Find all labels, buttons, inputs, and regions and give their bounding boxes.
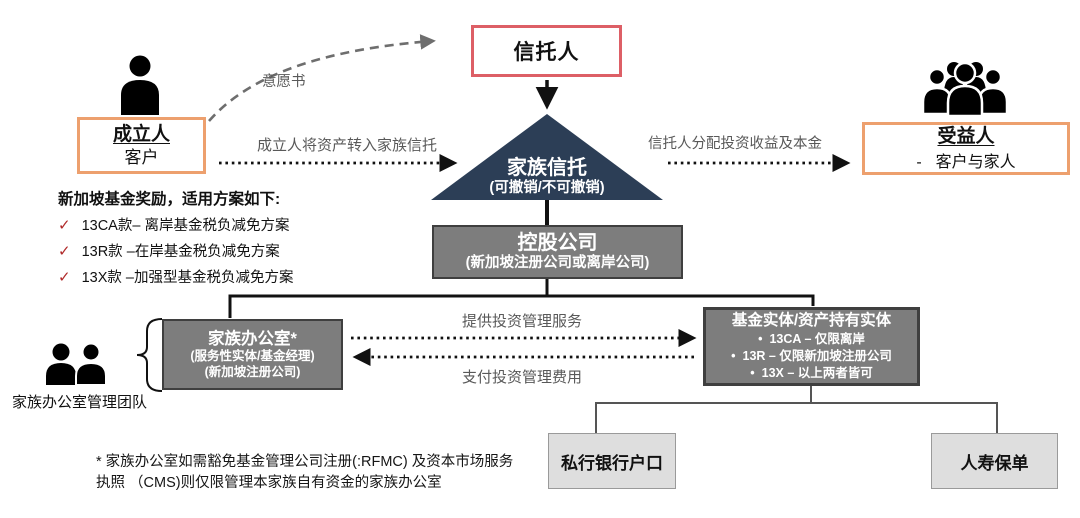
check-icon: ✓ [58, 269, 71, 286]
bullet-icon: • [750, 366, 755, 380]
label-founder-transfer: 成立人将资产转入家族信托 [256, 137, 437, 154]
holding-company-box: 控股公司 (新加坡注册公司或离岸公司) [432, 225, 683, 279]
incentives-header: 新加坡基金奖励，适用方案如下: [58, 191, 281, 208]
trust-subtitle: (可撤销/不可撤销) [489, 179, 605, 196]
fund-entity-item: • 13CA – 仅限离岸 [758, 332, 865, 347]
incentive-item: ✓ 13CA款– 离岸基金税负减免方案 [58, 217, 290, 234]
fund-entity-item: • 13X – 以上两者皆可 [750, 366, 873, 380]
incentive-item: ✓ 13R款 –在岸基金税负减免方案 [58, 243, 280, 260]
fund-incentives-list: 新加坡基金奖励，适用方案如下: ✓ 13CA款– 离岸基金税负减免方案 ✓ 13… [58, 187, 348, 292]
elbow-fund-to-accounts [595, 386, 998, 433]
family-office-line2: (服务性实体/基金经理) [190, 349, 315, 364]
fund-entity-title: 基金实体/资产持有实体 [731, 312, 892, 330]
beneficiary-box: 受益人 - 客户与家人 [862, 122, 1070, 175]
founder-subtitle: 客户 [124, 147, 159, 167]
life-insurance-box: 人寿保单 [931, 433, 1058, 489]
beneficiary-subtitle: 客户与家人 [935, 154, 1016, 172]
bullet-icon: • [758, 332, 763, 347]
label-letter-of-wishes: 意愿书 [262, 74, 306, 90]
family-office-box: 家族办公室* (服务性实体/基金经理) (新加坡注册公司) [162, 319, 343, 390]
fund-entity-box: 基金实体/资产持有实体 • 13CA – 仅限离岸 • 13R – 仅限新加坡注… [703, 307, 920, 386]
beneficiary-title: 受益人 [937, 125, 995, 147]
incentive-item: ✓ 13X款 –加强型基金税负减免方案 [58, 269, 294, 286]
label-pay-fee: 支付投资管理费用 [461, 369, 582, 386]
founder-box: 成立人 客户 [77, 117, 206, 174]
label-provide-service: 提供投资管理服务 [461, 313, 582, 330]
fund-entity-item: • 13R – 仅限新加坡注册公司 [731, 349, 892, 364]
trustee-box: 信托人 [471, 25, 622, 77]
founder-title: 成立人 [112, 124, 170, 145]
footnote: * 家族办公室如需豁免基金管理公司注册(:RFMC) 及资本市场服务执照 （CM… [96, 454, 514, 491]
office-team-icon [46, 342, 107, 386]
beneficiary-dash: - [916, 154, 922, 172]
founder-person-icon [121, 55, 159, 115]
brace-office-team [136, 318, 163, 392]
holding-title: 控股公司 [517, 231, 598, 254]
family-trust-triangle: 家族信托 (可撤销/不可撤销) [431, 114, 663, 200]
family-office-title: 家族办公室* [208, 329, 297, 348]
bullet-icon: • [731, 349, 736, 364]
check-icon: ✓ [58, 217, 71, 234]
office-team-label: 家族办公室管理团队 [12, 394, 148, 411]
holding-subtitle: (新加坡注册公司或离岸公司) [465, 254, 650, 271]
beneficiary-group-icon [921, 61, 1009, 118]
private-bank-account-box: 私行银行户口 [548, 433, 676, 489]
family-office-line3: (新加坡注册公司) [204, 364, 301, 379]
beneficiary-subtitle-row: - 客户与家人 [916, 148, 1015, 172]
label-trustee-distribution: 信托人分配投资收益及本金 [648, 136, 822, 152]
arrow-letter-of-wishes [208, 34, 436, 122]
trustee-label: 信托人 [513, 41, 580, 64]
check-icon: ✓ [58, 243, 71, 260]
trust-title: 家族信托 [507, 156, 587, 179]
